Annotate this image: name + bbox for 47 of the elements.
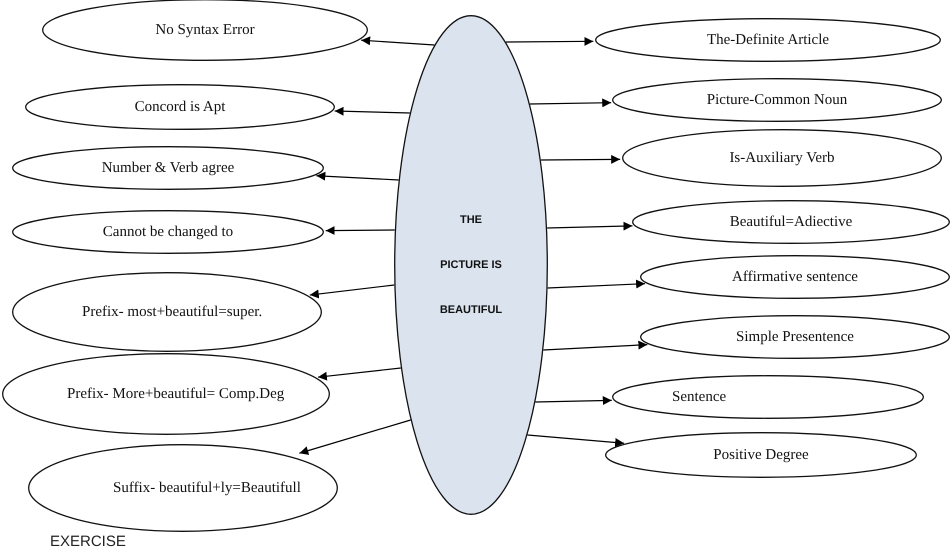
oval-node: [595, 18, 941, 62]
oval-node: [12, 272, 322, 352]
node-label: Suffix- beautiful+ly=Beautifull: [113, 478, 301, 498]
oval-node: [2, 353, 330, 435]
node-label: Prefix- most+beautiful=super.: [82, 302, 262, 322]
oval-node: [612, 78, 942, 122]
arrow: [326, 226, 395, 236]
node-label: Prefix- More+beautiful= Comp.Deg: [67, 384, 284, 404]
exercise-label: EXERCISE: [50, 533, 126, 550]
node-label: Affirmative sentence: [732, 268, 858, 286]
oval-node: [12, 146, 324, 190]
oval-node: [25, 84, 335, 130]
arrow: [318, 367, 401, 381]
oval-node: [622, 129, 942, 187]
node-label: Cannot be changed to: [102, 222, 234, 242]
node-label: Number & Verb agree: [102, 158, 234, 178]
node-label: The-Definite Article: [706, 30, 830, 50]
arrow: [361, 36, 434, 46]
arrow: [527, 434, 624, 447]
arrow: [548, 280, 646, 289]
arrow: [530, 98, 612, 108]
node-label: Sentence: [672, 388, 726, 406]
arrow: [310, 284, 394, 298]
oval-node: [12, 210, 324, 254]
oval-node: [640, 315, 950, 359]
oval-node: [640, 255, 950, 299]
node-label: Positive Degree: [713, 446, 809, 464]
arrow: [506, 36, 594, 46]
oval-node: [612, 375, 924, 419]
node-label: Simple Presentence: [736, 328, 854, 346]
arrow: [316, 172, 399, 181]
arrow: [543, 340, 648, 351]
node-label: THE PICTURE IS BEAUTIFUL: [440, 212, 502, 318]
arrow: [299, 419, 411, 455]
arrow: [547, 222, 632, 231]
node-label: No Syntax Error: [155, 20, 255, 40]
oval-node: [605, 432, 917, 478]
oval-node: [28, 444, 338, 532]
arrow: [334, 106, 410, 116]
oval-node: [394, 15, 548, 515]
node-label: Is-Auxiliary Verb: [729, 148, 835, 168]
oval-node: [632, 200, 950, 244]
arrow: [535, 396, 612, 406]
arrow: [540, 154, 620, 164]
node-label: Concord is Apt: [134, 98, 226, 116]
node-label: Picture-Common Noun: [706, 90, 848, 110]
node-label: Beautiful=Adiective: [730, 212, 852, 232]
